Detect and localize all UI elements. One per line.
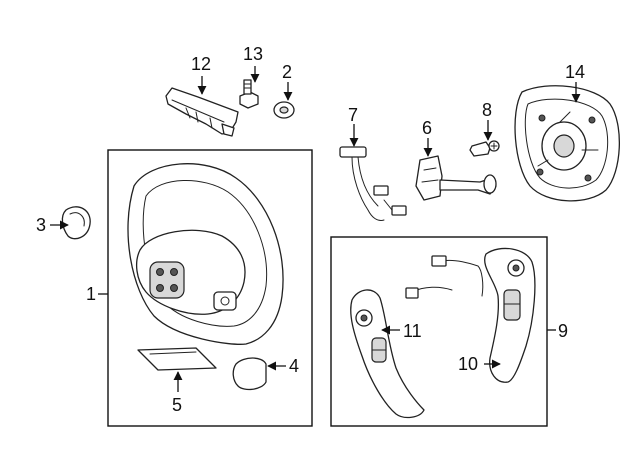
- part-4-trim: [232, 357, 267, 391]
- part-3-cap: [61, 206, 91, 240]
- part-8-screw: [469, 140, 500, 157]
- callout-13: 13: [243, 44, 263, 64]
- part-10-switch-assembly: [405, 247, 536, 383]
- part-13-bolt: [239, 79, 259, 109]
- callout-12: 12: [191, 54, 211, 74]
- part-11-switch-assembly: [350, 289, 425, 419]
- group-box-steering-wheel: [107, 149, 313, 427]
- callout-7: 7: [348, 105, 358, 125]
- callout-10: 10: [458, 354, 478, 374]
- callout-6: 6: [422, 118, 432, 138]
- callout-5: 5: [172, 395, 182, 415]
- part-12-cover: [165, 87, 239, 137]
- callout-11: 11: [403, 321, 422, 341]
- part-6-switch: [415, 155, 497, 201]
- part-2-nut: [273, 101, 295, 119]
- callout-3: 3: [36, 215, 46, 235]
- callout-8: 8: [482, 100, 492, 120]
- callout-9: 9: [558, 321, 568, 341]
- part-7-harness: [339, 146, 407, 221]
- part-5-plate: [137, 347, 217, 371]
- callout-4: 4: [289, 356, 299, 376]
- callout-14: 14: [565, 62, 585, 82]
- part-14-airbag: [514, 85, 620, 202]
- group-box-switch-assembly: [330, 236, 548, 427]
- callout-1: 1: [86, 284, 96, 304]
- part-1-steering-wheel: [127, 163, 284, 345]
- callout-2: 2: [282, 62, 292, 82]
